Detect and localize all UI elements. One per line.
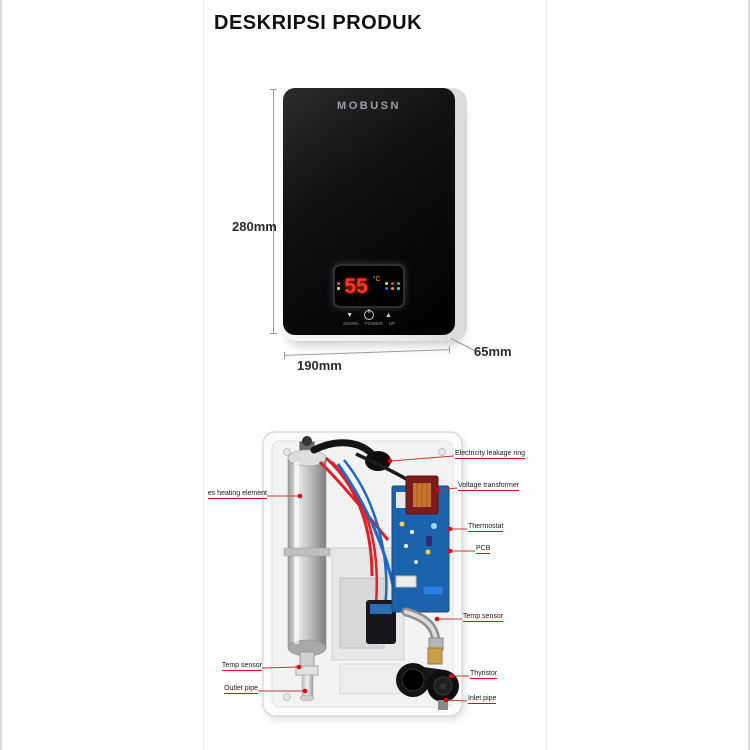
thermostat-block	[366, 600, 396, 644]
label-heating-element: es heating element	[207, 490, 267, 499]
voltage-transformer	[405, 475, 439, 515]
label-thermostat: Thermostat	[468, 523, 504, 532]
down-arrow-icon: ▼	[346, 311, 353, 319]
content-right-border	[546, 0, 547, 750]
device-front-panel: MOBUSN 55 °C ▼ ▲ DOWN POWER UP	[283, 88, 455, 335]
height-dimension-label: 280mm	[232, 219, 277, 234]
label-pcb: PCB	[476, 545, 491, 554]
label-electricity-leakage-ring: Electricity leakage ring	[455, 450, 526, 459]
label-inlet-pipe: Inlet pipe	[468, 695, 497, 704]
width-dimension-line	[284, 349, 450, 356]
down-button-label: DOWN	[342, 321, 359, 327]
temperature-display: 55 °C	[333, 264, 405, 308]
water-heater-front-view: MOBUSN 55 °C ▼ ▲ DOWN POWER UP	[283, 88, 467, 341]
label-voltage-transformer: Voltage transformer	[458, 482, 520, 491]
height-dimension-line	[270, 89, 277, 334]
label-outlet-pipe: Outlet pipe	[224, 685, 258, 694]
display-mode-icons	[384, 282, 401, 290]
up-button-label: UP	[388, 321, 396, 327]
depth-dimension-label: 65mm	[474, 344, 512, 359]
leader-lines	[258, 455, 475, 702]
control-panel: ▼ ▲ DOWN POWER UP	[283, 310, 455, 330]
power-button-label: POWER	[364, 321, 383, 327]
page-left-gutter	[0, 0, 2, 750]
temperature-unit: °C	[372, 275, 381, 283]
thyristor-inlet-assembly	[396, 647, 459, 710]
power-icon	[364, 310, 374, 320]
label-thyristor: Thyristor	[470, 670, 498, 679]
brand-logo: MOBUSN	[337, 100, 401, 112]
heating-element	[283, 436, 331, 657]
up-arrow-icon: ▲	[385, 311, 392, 319]
outlet-pipe	[295, 651, 319, 702]
temperature-value: 55	[344, 274, 368, 298]
label-temp-sensor-right: Temp sensor	[463, 613, 504, 622]
temp-sensor-right	[401, 607, 444, 651]
display-status-icons	[337, 282, 341, 290]
label-temp-sensor-left: Temp sensor	[221, 662, 262, 671]
page-right-gutter	[748, 0, 750, 750]
wiring	[318, 452, 409, 615]
width-dimension-label: 190mm	[297, 358, 342, 373]
content-left-border	[203, 0, 204, 750]
page-title: DESKRIPSI PRODUK	[214, 12, 423, 34]
leader-dots	[296, 458, 454, 703]
internal-components-diagram	[258, 431, 475, 717]
